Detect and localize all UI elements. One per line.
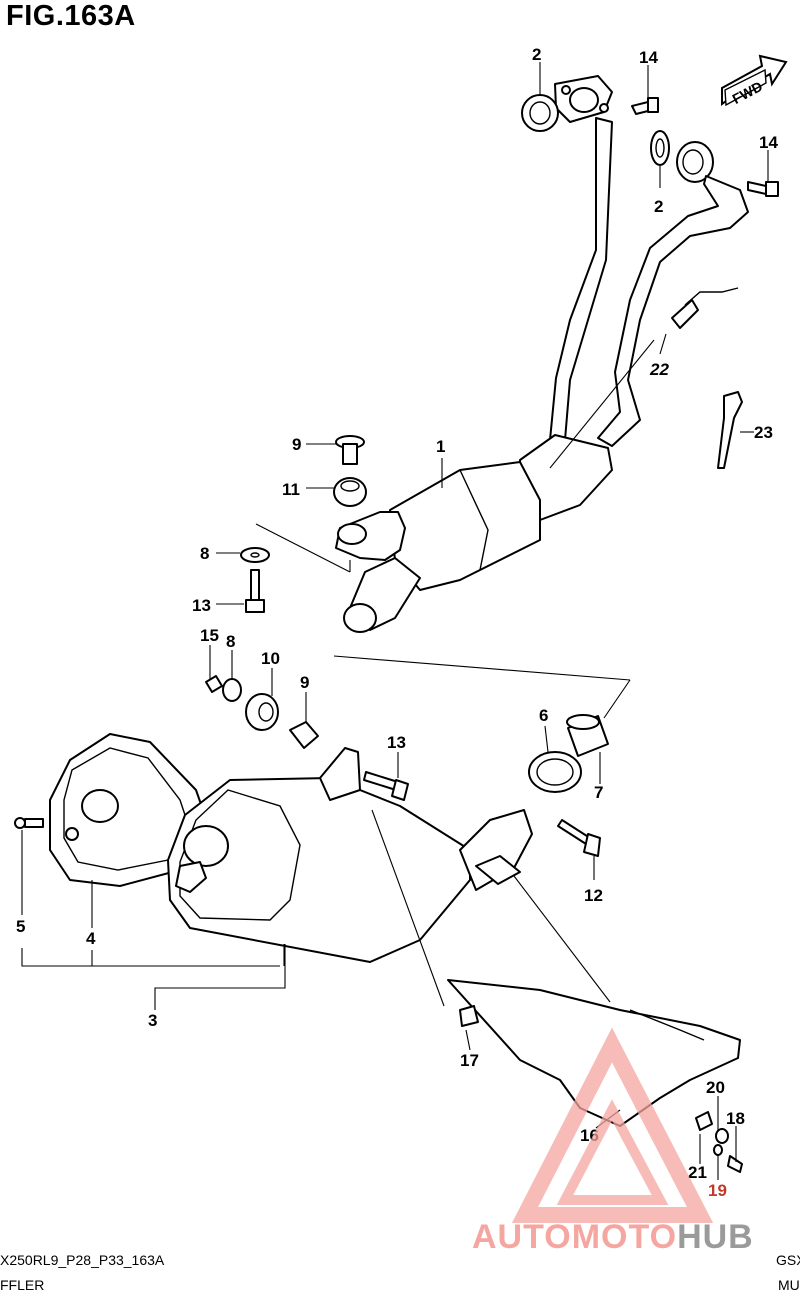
figure-title: FIG.163A (6, 0, 136, 32)
callout-3: 3 (148, 1011, 157, 1030)
callout-5: 5 (16, 917, 25, 936)
forward-direction-arrow: FWD (721, 54, 788, 107)
callout-14: 14 (639, 48, 658, 67)
callout-2: 2 (654, 197, 663, 216)
callout-4: 4 (86, 929, 96, 948)
callout-9: 9 (300, 673, 309, 692)
callout-19: 19 (708, 1181, 727, 1200)
callout-9: 9 (292, 435, 301, 454)
gasket-part-6-7 (528, 714, 609, 793)
callout-13: 13 (387, 733, 406, 752)
watermark-logo (511, 1027, 714, 1223)
callout-numbers: 2 14 2 14 22 23 1 9 11 8 13 15 8 10 9 6 … (16, 45, 778, 1200)
callout-18: 18 (726, 1109, 745, 1128)
small-hardware-17-21 (459, 1005, 743, 1173)
callout-23: 23 (754, 423, 773, 442)
clamp-part-23 (717, 391, 743, 469)
footer-left-name: FFLER (0, 1277, 45, 1293)
callout-17: 17 (460, 1051, 479, 1070)
mounting-hardware (14, 435, 601, 857)
callout-13: 13 (192, 596, 211, 615)
watermark-text-primary: AUTOMOTO (472, 1218, 678, 1256)
bolt-part-14 (631, 97, 779, 197)
exhaust-pipe-assembly (335, 75, 749, 633)
callout-6: 6 (539, 706, 548, 725)
callout-22: 22 (649, 360, 669, 379)
callout-20: 20 (706, 1078, 725, 1097)
callout-12: 12 (584, 886, 603, 905)
callout-10: 10 (261, 649, 280, 668)
watermark-text: AUTOMOTOHUB (472, 1218, 754, 1257)
callout-8: 8 (226, 632, 235, 651)
callout-2: 2 (532, 45, 541, 64)
callout-15: 15 (200, 626, 219, 645)
callout-11: 11 (282, 480, 300, 499)
callout-1: 1 (436, 437, 445, 456)
silencer-body-part-3 (167, 747, 533, 963)
footer-right-code: GSX (776, 1252, 800, 1268)
leader-lines (21, 62, 769, 1180)
gasket-part-2 (521, 94, 670, 166)
callout-14: 14 (759, 133, 778, 152)
footer-right-name: MU (778, 1277, 800, 1293)
callout-7: 7 (594, 783, 603, 802)
callout-8: 8 (200, 544, 209, 563)
heat-shield-part-16 (447, 979, 741, 1127)
watermark-text-secondary: HUB (677, 1218, 754, 1256)
footer-left-code: X250RL9_P28_P33_163A (0, 1252, 165, 1268)
callout-21: 21 (688, 1163, 707, 1182)
